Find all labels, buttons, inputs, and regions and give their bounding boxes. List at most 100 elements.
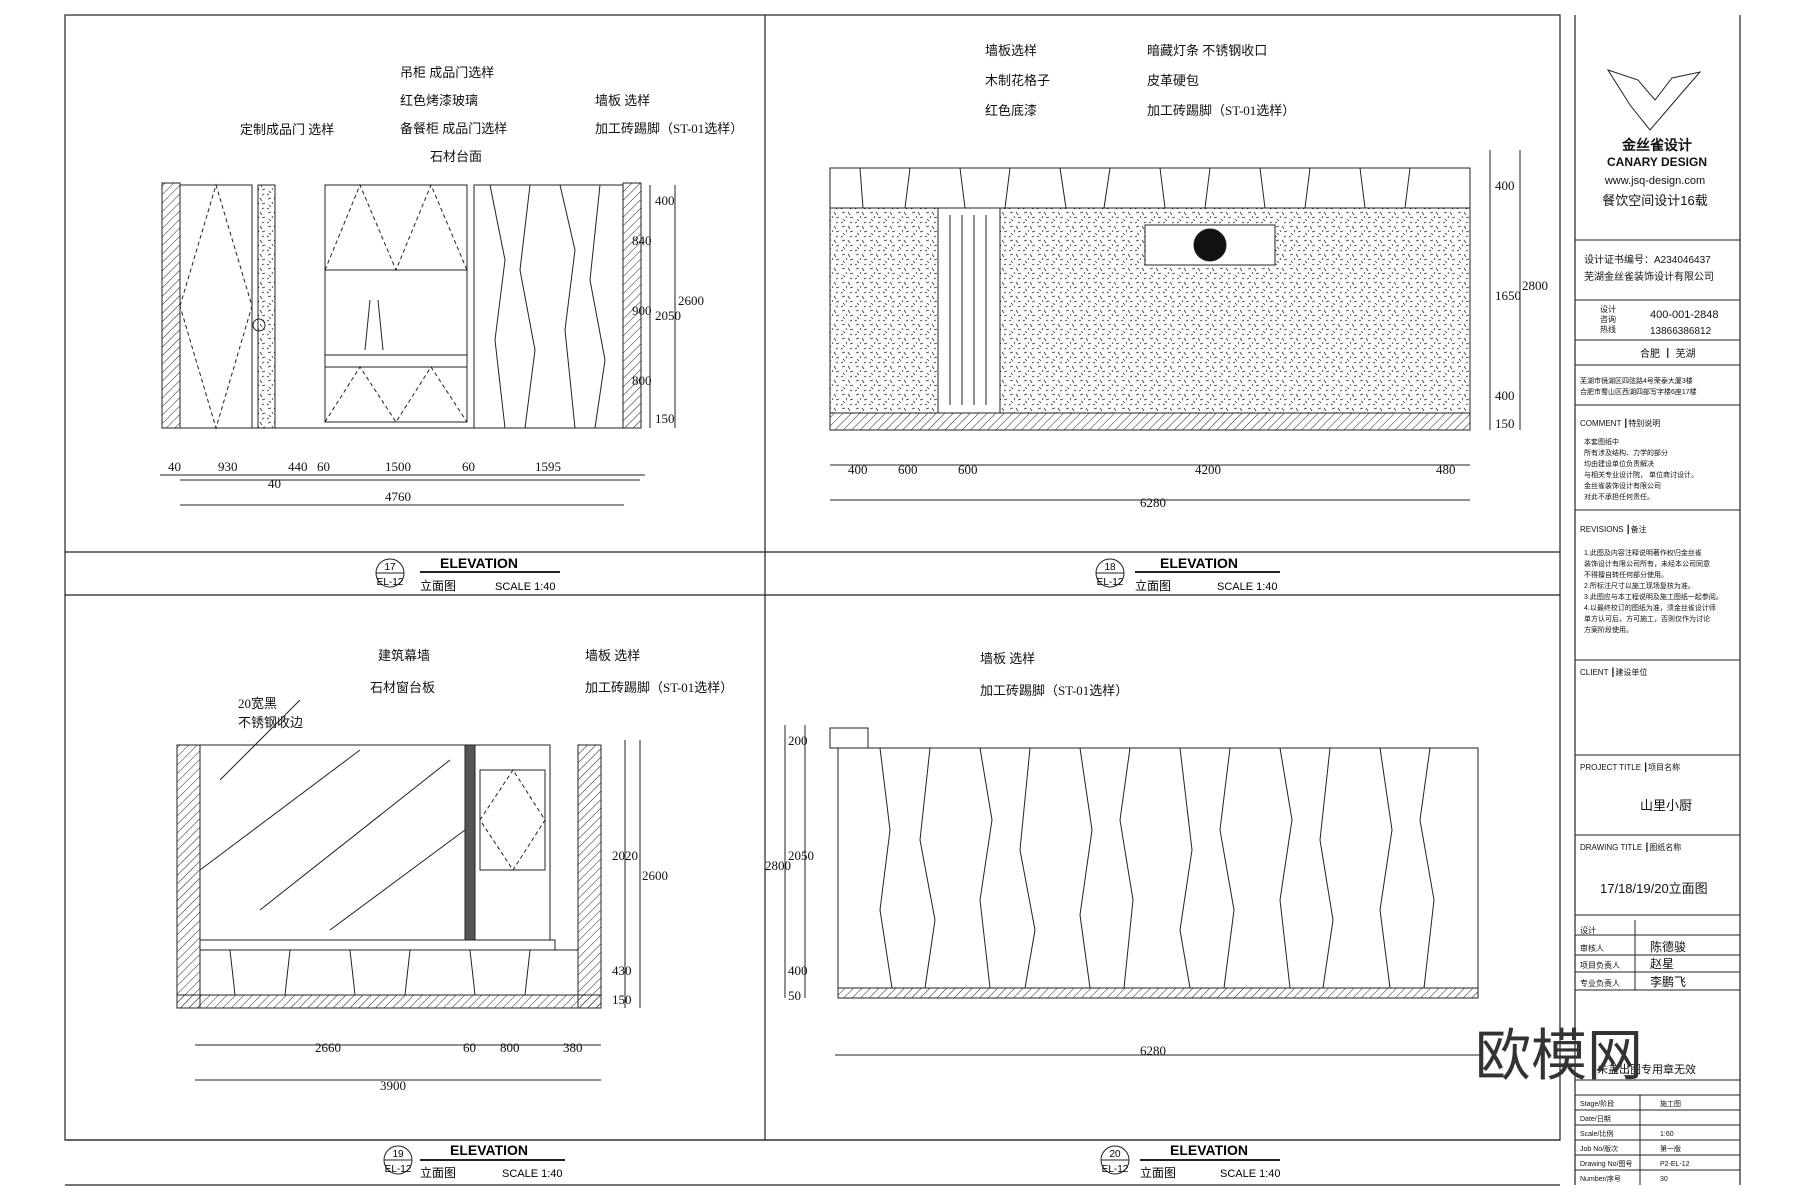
signature: 赵星 [1650, 957, 1674, 971]
panel-number-17: 17 [384, 562, 396, 573]
phone2: 13866386812 [1650, 326, 1712, 337]
callout-18-2: 木制花格子 [985, 73, 1050, 88]
elevation-17 [160, 182, 676, 506]
dim-20-s2: 2050 [788, 848, 814, 863]
dim-17-s3: 900 [632, 303, 652, 318]
dim-19-total: 3900 [380, 1078, 406, 1093]
drawing-name: 17/18/19/20立面图 [1600, 881, 1708, 896]
signature: 陈德骏 [1650, 939, 1686, 954]
dim-18-s4: 150 [1495, 416, 1515, 431]
custom-door [179, 184, 253, 429]
meta-label: Drawing No/图号 [1580, 1160, 1633, 1168]
dim-17-total: 4760 [385, 489, 411, 504]
callout-19-3: 建筑幕墙 [378, 648, 430, 663]
dim-17-s1: 400 [655, 193, 675, 208]
meta-value: 30 [1660, 1176, 1668, 1183]
dim-18-5: 480 [1436, 462, 1456, 477]
decor-medallion [1193, 228, 1227, 262]
wood-lattice [937, 207, 1001, 414]
elevation-label-17: ELEVATION [440, 555, 518, 571]
stamp-text: 未盖出图专用章无效 [1597, 1062, 1696, 1076]
title-mark-17: 17 EL-12 ELEVATION 立面图 SCALE 1:40 [375, 555, 560, 593]
dim-19-4: 380 [563, 1040, 583, 1055]
dim-20-s3: 400 [788, 963, 808, 978]
comment-label: COMMENT ┃特别说明 [1580, 418, 1660, 428]
dim-19-1: 2660 [315, 1040, 341, 1055]
dim-18-3: 600 [958, 462, 978, 477]
callout-19-5: 墙板 选样 [585, 648, 640, 663]
dim-18-s2: 1650 [1495, 288, 1521, 303]
dim-20-s4: 50 [788, 988, 801, 1003]
company: 芜湖金丝雀装饰设计有限公司 [1584, 270, 1714, 283]
panel-number-18: 18 [1104, 562, 1116, 573]
dim-17-6: 1500 [385, 459, 411, 474]
revision-line: 1.此图及内容注释说明著作权归金丝雀 [1584, 548, 1702, 557]
brand-en: CANARY DESIGN [1607, 155, 1707, 169]
curtain-wall [199, 744, 466, 941]
sheet-ref-19: EL-12 [385, 1164, 412, 1175]
sign-row: 审核人 [1580, 943, 1604, 953]
consult-label-1: 设计 [1600, 304, 1616, 314]
service-cabinet [324, 366, 468, 423]
revision-line: 单方认可后，方可施工，否则仅作为讨论 [1584, 614, 1710, 623]
dim-19-s4: 2600 [642, 868, 668, 883]
dim-17-s6: 2050 [655, 308, 681, 323]
brand-cn: 金丝雀设计 [1621, 137, 1692, 153]
consult-label-3: 热线 [1600, 324, 1616, 334]
scale-17: SCALE 1:40 [495, 581, 556, 593]
meta-value: P2-EL-12 [1660, 1161, 1690, 1168]
dim-18-4: 4200 [1195, 462, 1221, 477]
dim-20-total: 6280 [1140, 1043, 1166, 1058]
dim-18-2: 600 [898, 462, 918, 477]
client-label: CLIENT ┃建设单位 [1580, 667, 1647, 677]
callout-18-5: 皮革硬包 [1147, 73, 1199, 88]
meta-label: Job No/版次 [1580, 1144, 1618, 1153]
revision-line: 不得擅自转任何部分使用。 [1584, 570, 1668, 579]
elevation-label-20: ELEVATION [1170, 1142, 1248, 1158]
sign-row: 专业负责人 [1580, 978, 1620, 988]
dim-17-5: 60 [317, 459, 330, 474]
title-block [1575, 69, 1740, 1185]
dim-18-1: 400 [848, 462, 868, 477]
signature: 李鹏飞 [1650, 974, 1686, 989]
callout-18-1: 墙板选样 [985, 43, 1037, 58]
dim-20-s5: 2800 [765, 858, 791, 873]
sheet-ref-18: EL-12 [1097, 577, 1124, 588]
callout-17-6: 墙板 选样 [595, 93, 650, 108]
callout-18-6: 加工砖踢脚（ST-01选样） [1147, 103, 1295, 118]
revision-line: 装饰设计有限公司所有，未经本公司同意 [1584, 559, 1710, 568]
callout-19-6: 加工砖踢脚（ST-01选样） [585, 680, 733, 695]
callout-19-4: 石材窗台板 [370, 680, 435, 695]
comment-line: 本套图纸中 [1584, 437, 1619, 446]
callout-17-3: 备餐柜 成品门选样 [400, 121, 507, 136]
watermark-big: 欧模网 [1475, 1024, 1643, 1087]
comment-line: 对此不承担任何责任。 [1584, 492, 1654, 501]
stone-sill [199, 939, 556, 951]
dim-17-2: 930 [218, 459, 238, 474]
scale-19: SCALE 1:40 [502, 1168, 563, 1180]
callout-17-2: 红色烤漆玻璃 [400, 93, 478, 108]
revisions-label: REVISIONS ┃备注 [1580, 524, 1647, 534]
dim-19-s3: 150 [612, 992, 632, 1007]
dim-17-s7: 2600 [678, 293, 704, 308]
meta-value: 1:60 [1660, 1131, 1674, 1138]
revision-line: 方案阶段使用。 [1584, 625, 1633, 634]
callout-18-4: 暗藏灯条 不锈钢收口 [1147, 43, 1267, 58]
elevation-19 [176, 699, 641, 1081]
title-mark-19: 19 EL-12 ELEVATION 立面图 SCALE 1:40 [383, 1142, 565, 1180]
elevation-18 [829, 150, 1521, 501]
sign-row: 项目负责人 [1580, 960, 1620, 970]
comment-line: 所有涉及结构、力学的部分 [1584, 448, 1668, 457]
sheet-ref-17: EL-12 [377, 577, 404, 588]
meta-label: Date/日期 [1580, 1115, 1611, 1123]
dim-18-total: 6280 [1140, 495, 1166, 510]
website: www.jsq-design.com [1604, 175, 1705, 187]
dim-19-s1: 2020 [612, 848, 638, 863]
meta-label: Stage/阶段 [1580, 1099, 1614, 1108]
title-mark-20: 20 EL-12 ELEVATION 立面图 SCALE 1:40 [1100, 1142, 1281, 1180]
dim-17-s5: 150 [655, 411, 675, 426]
subtitle-18: 立面图 [1135, 578, 1171, 593]
dim-17-1: 40 [168, 459, 181, 474]
callout-17-7: 加工砖踢脚（ST-01选样） [595, 121, 743, 136]
elevation-20 [784, 725, 1480, 1056]
